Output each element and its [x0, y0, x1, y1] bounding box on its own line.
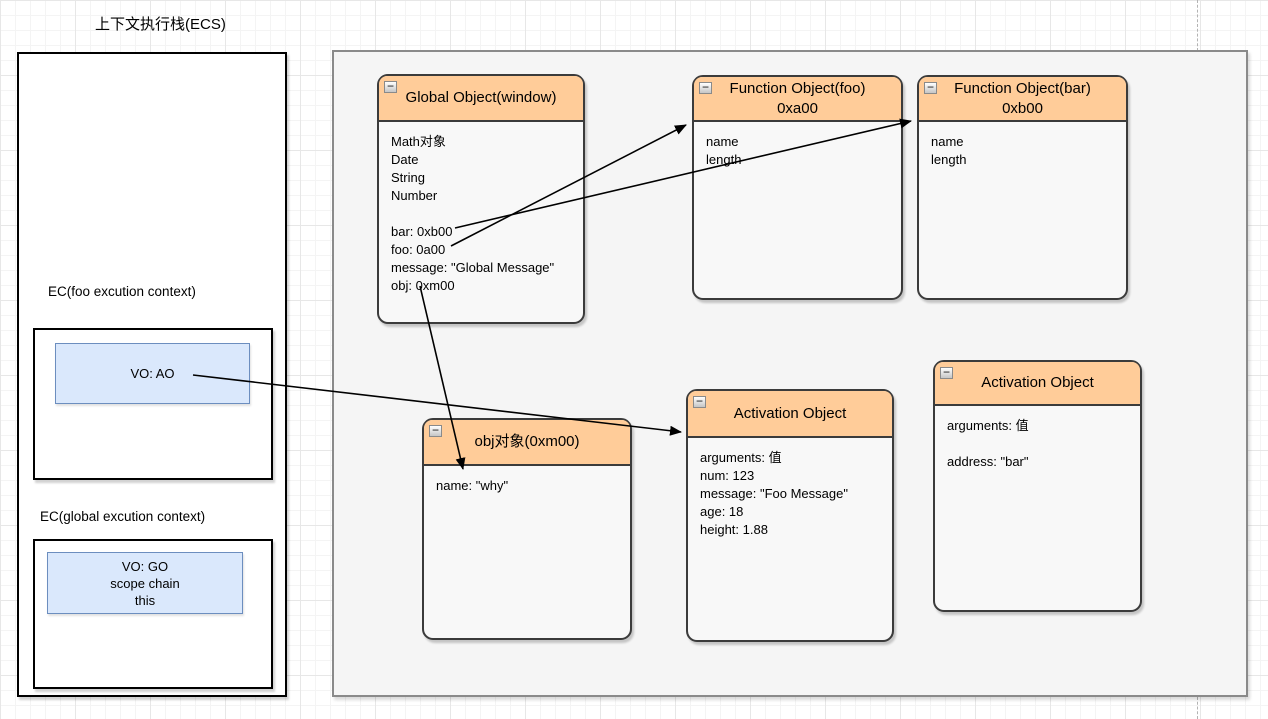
- activation-object-foo-body: arguments: 值 num: 123 message: "Foo Mess…: [688, 438, 892, 539]
- property-line: message: "Global Message": [391, 260, 555, 275]
- function-bar-box[interactable]: − Function Object(bar) 0xb00 name length: [917, 75, 1128, 300]
- property-line: num: 123: [700, 468, 755, 483]
- property-line: [947, 435, 1128, 453]
- collapse-icon[interactable]: −: [699, 81, 712, 94]
- ec-foo-label: EC(foo excution context): [48, 284, 196, 299]
- property-line: obj: 0xm00: [391, 278, 455, 293]
- collapse-icon[interactable]: −: [940, 366, 953, 379]
- function-foo-address: 0xa00: [777, 99, 818, 117]
- function-bar-body: name length: [919, 122, 1126, 169]
- activation-object-foo-box[interactable]: − Activation Object arguments: 值 num: 12…: [686, 389, 894, 642]
- activation-object-foo-header: − Activation Object: [688, 391, 892, 438]
- global-object-body: Math对象 Date String Number bar: 0xb00 foo…: [379, 122, 583, 295]
- global-object-header: − Global Object(window): [379, 76, 583, 122]
- property-line: name: [706, 134, 739, 149]
- property-line: message: "Foo Message": [700, 486, 848, 501]
- activation-object-bar-header: − Activation Object: [935, 362, 1140, 406]
- vo-go-line: this: [134, 592, 156, 608]
- function-bar-header: − Function Object(bar) 0xb00: [919, 77, 1126, 122]
- property-line: address: "bar": [947, 454, 1029, 469]
- vo-ao-label: VO: AO: [130, 366, 175, 381]
- property-line: Date: [391, 152, 419, 167]
- collapse-icon[interactable]: −: [693, 395, 706, 408]
- ec-global-label: EC(global excution context): [40, 509, 206, 524]
- collapse-icon[interactable]: −: [384, 80, 397, 93]
- vo-go-line: scope chain: [110, 575, 180, 591]
- activation-object-bar-title: Activation Object: [981, 374, 1094, 391]
- property-line: height: 1.88: [700, 522, 768, 537]
- function-bar-title: Function Object(bar): [954, 79, 1091, 97]
- vo-go-box[interactable]: VO: GO scope chain this: [47, 552, 243, 614]
- property-line: Number: [391, 188, 438, 203]
- property-line: arguments: 值: [700, 450, 782, 465]
- obj-object-header: − obj对象(0xm00): [424, 420, 630, 466]
- global-object-box[interactable]: − Global Object(window) Math对象 Date Stri…: [377, 74, 585, 324]
- obj-object-title: obj对象(0xm00): [474, 433, 580, 450]
- property-line: name: [931, 134, 964, 149]
- property-line: length: [706, 152, 742, 167]
- function-bar-address: 0xb00: [1002, 99, 1043, 117]
- activation-object-foo-title: Activation Object: [733, 404, 847, 422]
- function-foo-title: Function Object(foo): [729, 79, 866, 97]
- obj-object-body: name: "why": [424, 466, 630, 495]
- property-line: name: "why": [436, 478, 509, 493]
- property-line: age: 18: [700, 504, 744, 519]
- activation-object-bar-body: arguments: 值 address: "bar": [935, 406, 1140, 471]
- activation-object-bar-box[interactable]: − Activation Object arguments: 值 address…: [933, 360, 1142, 612]
- collapse-icon[interactable]: −: [429, 424, 442, 437]
- vo-ao-box[interactable]: VO: AO: [55, 343, 250, 404]
- vo-go-line: VO: GO: [121, 558, 169, 574]
- property-line: arguments: 值: [947, 418, 1029, 433]
- property-line: String: [391, 170, 425, 185]
- function-foo-box[interactable]: − Function Object(foo) 0xa00 name length: [692, 75, 903, 300]
- obj-object-box[interactable]: − obj对象(0xm00) name: "why": [422, 418, 632, 640]
- function-foo-header: − Function Object(foo) 0xa00: [694, 77, 901, 122]
- collapse-icon[interactable]: −: [924, 81, 937, 94]
- property-line: bar: 0xb00: [391, 224, 453, 239]
- global-object-title: Global Object(window): [405, 89, 557, 106]
- page-boundary-guide-top: [1197, 0, 1198, 51]
- function-foo-body: name length: [694, 122, 901, 169]
- diagram-title[interactable]: 上下文执行栈(ECS): [95, 16, 226, 33]
- property-line: foo: 0a00: [391, 242, 446, 257]
- property-line: [391, 205, 571, 223]
- property-line: length: [931, 152, 967, 167]
- property-line: Math对象: [391, 134, 446, 149]
- page-boundary-guide-bottom: [1197, 697, 1198, 719]
